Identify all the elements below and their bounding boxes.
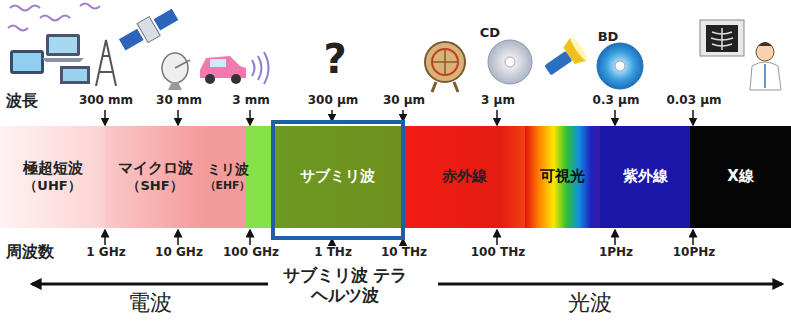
light-arrow bbox=[438, 283, 782, 286]
wavelength: 3 μm bbox=[480, 94, 516, 108]
flashlight-icon bbox=[540, 36, 590, 82]
wavelength: 3 mm bbox=[231, 94, 271, 108]
band-name: サブミリ波 bbox=[300, 167, 375, 187]
band-visible: 可視光 bbox=[525, 126, 600, 228]
axis-label: 周波数 bbox=[6, 243, 54, 261]
bd-label: BD bbox=[598, 30, 619, 45]
band-code: （SHF） bbox=[127, 178, 182, 195]
band-shf: マイクロ波（SHF） bbox=[105, 126, 205, 228]
frequency: 10 GHz bbox=[154, 246, 204, 260]
parabolic-dish bbox=[162, 53, 190, 90]
cd-label: CD bbox=[480, 26, 500, 41]
radio-arrow bbox=[32, 283, 268, 286]
radio-tower bbox=[96, 40, 116, 86]
band-name: 可視光 bbox=[540, 167, 585, 187]
wavelength: 0.3 μm bbox=[592, 94, 641, 108]
band-uhf: 極超短波（UHF） bbox=[0, 126, 105, 228]
radar-waves bbox=[252, 52, 269, 84]
frequency-ticks bbox=[105, 233, 693, 245]
band-submm: サブミリ波 bbox=[250, 126, 403, 228]
band-ultraviolet: 紫外線 bbox=[600, 126, 690, 228]
frequency: 10PHz bbox=[672, 246, 717, 260]
wavelength-ticks bbox=[105, 110, 693, 122]
satellite-icon bbox=[116, 5, 181, 55]
frequency: 100 THz bbox=[470, 246, 526, 260]
tablet-icon bbox=[10, 50, 44, 74]
band-name: マイクロ波 bbox=[118, 159, 193, 179]
band-code: （UHF） bbox=[24, 178, 80, 195]
frequency: 100 GHz bbox=[222, 246, 280, 260]
band-ehf: ミリ波（EHF） bbox=[205, 126, 250, 228]
question-mark: ? bbox=[323, 36, 346, 82]
band-name: ミリ波 bbox=[207, 161, 249, 179]
wavelength: 0.03 μm bbox=[665, 94, 722, 108]
band-infrared: 赤外線 bbox=[403, 126, 525, 228]
wavelength: 300 mm bbox=[78, 94, 134, 108]
wave-lines bbox=[8, 4, 100, 31]
wavelength: 30 μm bbox=[382, 94, 426, 108]
band-code: （EHF） bbox=[205, 179, 251, 193]
band-xray: X線 bbox=[690, 126, 791, 228]
band-name: 紫外線 bbox=[623, 167, 668, 187]
band-name: 極超短波 bbox=[23, 159, 83, 179]
axis-label: 波長 bbox=[6, 92, 38, 110]
band-name: X線 bbox=[727, 167, 754, 187]
frequency: 1PHz bbox=[598, 246, 634, 260]
cd-disc bbox=[488, 40, 532, 84]
car-icon bbox=[200, 56, 246, 84]
laptop-icon bbox=[42, 34, 84, 62]
frequency: 1 GHz bbox=[85, 246, 126, 260]
wavelength: 30 mm bbox=[155, 94, 203, 108]
region-label: 電波 bbox=[128, 290, 172, 315]
band-caption: サブミリ波 テラヘルツ波 bbox=[280, 266, 410, 305]
region-label: 光波 bbox=[568, 290, 612, 315]
band-name: 赤外線 bbox=[442, 167, 487, 187]
frequency: 1 THz bbox=[313, 246, 353, 260]
highlight-frame bbox=[273, 122, 403, 238]
wavelength: 300 μm bbox=[307, 94, 360, 108]
heater-icon bbox=[425, 42, 465, 92]
xray-doctor bbox=[700, 20, 781, 90]
bd-disc bbox=[597, 43, 643, 89]
monitor-icon bbox=[60, 66, 90, 84]
frequency: 10 THz bbox=[380, 246, 428, 260]
